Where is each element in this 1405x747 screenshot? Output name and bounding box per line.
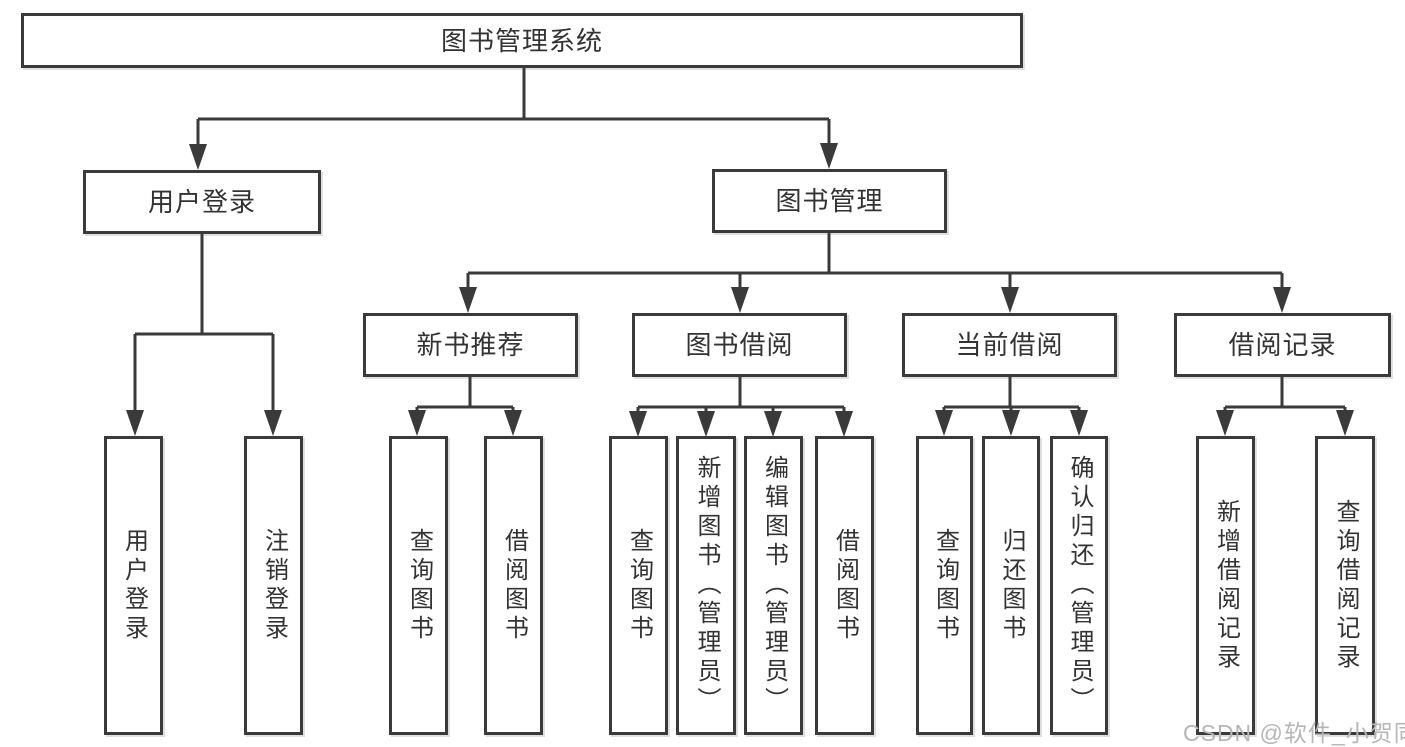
node-user-login: 用户登录 — [83, 170, 321, 234]
leaf-records-query-record-label: 查询借阅记录 — [1332, 498, 1359, 673]
leaf-borrowing-edit-books: 编辑图书（管理员） — [744, 436, 803, 735]
leaf-newbook-query-books-label: 查询图书 — [405, 527, 433, 644]
leaf-borrowing-add-books-label: 新增图书（管理员） — [693, 455, 720, 716]
node-book-borrowing: 图书借阅 — [632, 313, 847, 377]
node-book-borrowing-label: 图书借阅 — [685, 330, 794, 360]
node-book-management: 图书管理 — [712, 169, 947, 233]
arrowhead-down-icon — [408, 410, 426, 436]
leaf-newbook-borrow-books-label: 借阅图书 — [500, 527, 528, 644]
leaf-borrowing-borrow-books: 借阅图书 — [815, 436, 874, 735]
leaf-records-add-record: 新增借阅记录 — [1196, 436, 1255, 735]
leaf-user-login: 用户登录 — [104, 436, 163, 735]
arrowhead-down-icon — [1002, 410, 1020, 436]
arrowhead-down-icon — [764, 411, 782, 437]
leaf-current-query-books: 查询图书 — [916, 436, 973, 735]
leaf-borrowing-query-books: 查询图书 — [609, 436, 668, 735]
leaf-records-add-record-label: 新增借阅记录 — [1212, 498, 1240, 673]
node-borrowing-records: 借阅记录 — [1174, 313, 1391, 377]
node-book-management-label: 图书管理 — [775, 186, 884, 216]
node-root: 图书管理系统 — [21, 13, 1023, 68]
arrowhead-down-icon — [504, 410, 522, 436]
arrowhead-down-icon — [459, 287, 477, 313]
leaf-current-return-books-label: 归还图书 — [998, 527, 1025, 644]
node-root-label: 图书管理系统 — [440, 25, 603, 56]
leaf-borrowing-borrow-books-label: 借阅图书 — [831, 527, 859, 644]
arrowhead-down-icon — [835, 411, 853, 437]
leaf-borrowing-query-books-label: 查询图书 — [625, 527, 653, 644]
leaf-current-return-books: 归还图书 — [982, 436, 1040, 735]
arrowhead-down-icon — [820, 143, 838, 169]
node-user-login-label: 用户登录 — [147, 187, 256, 217]
arrowhead-down-icon — [1070, 410, 1088, 436]
leaf-logout-label: 注销登录 — [260, 527, 288, 644]
arrowhead-down-icon — [697, 411, 715, 437]
arrowhead-down-icon — [1001, 287, 1019, 313]
csdn-watermark: CSDN @软件_小贺同学 — [1183, 720, 1405, 746]
leaf-current-query-books-label: 查询图书 — [931, 527, 959, 644]
leaf-records-query-record: 查询借阅记录 — [1315, 436, 1375, 735]
leaf-current-confirm-return-label: 确认归还（管理员） — [1066, 455, 1093, 716]
leaf-logout: 注销登录 — [244, 436, 303, 735]
leaf-borrowing-add-books: 新增图书（管理员） — [676, 436, 736, 735]
node-new-book-recommend-label: 新书推荐 — [416, 330, 525, 360]
leaf-newbook-query-books: 查询图书 — [389, 436, 448, 735]
node-current-borrowing: 当前借阅 — [902, 313, 1117, 377]
arrowhead-down-icon — [189, 144, 207, 170]
node-new-book-recommend: 新书推荐 — [363, 313, 578, 377]
leaf-user-login-label: 用户登录 — [120, 527, 148, 644]
arrowhead-down-icon — [126, 410, 144, 436]
arrowhead-down-icon — [731, 287, 749, 313]
leaf-newbook-borrow-books: 借阅图书 — [484, 436, 543, 735]
node-borrowing-records-label: 借阅记录 — [1228, 330, 1337, 360]
leaf-current-confirm-return: 确认归还（管理员） — [1050, 436, 1108, 735]
arrowhead-down-icon — [1216, 410, 1234, 436]
arrowhead-down-icon — [1273, 287, 1291, 313]
arrowhead-down-icon — [264, 410, 282, 436]
arrowhead-down-icon — [629, 411, 647, 437]
arrowhead-down-icon — [1336, 410, 1354, 436]
node-current-borrowing-label: 当前借阅 — [955, 330, 1064, 360]
arrowhead-down-icon — [935, 410, 953, 436]
leaf-borrowing-edit-books-label: 编辑图书（管理员） — [760, 455, 788, 716]
